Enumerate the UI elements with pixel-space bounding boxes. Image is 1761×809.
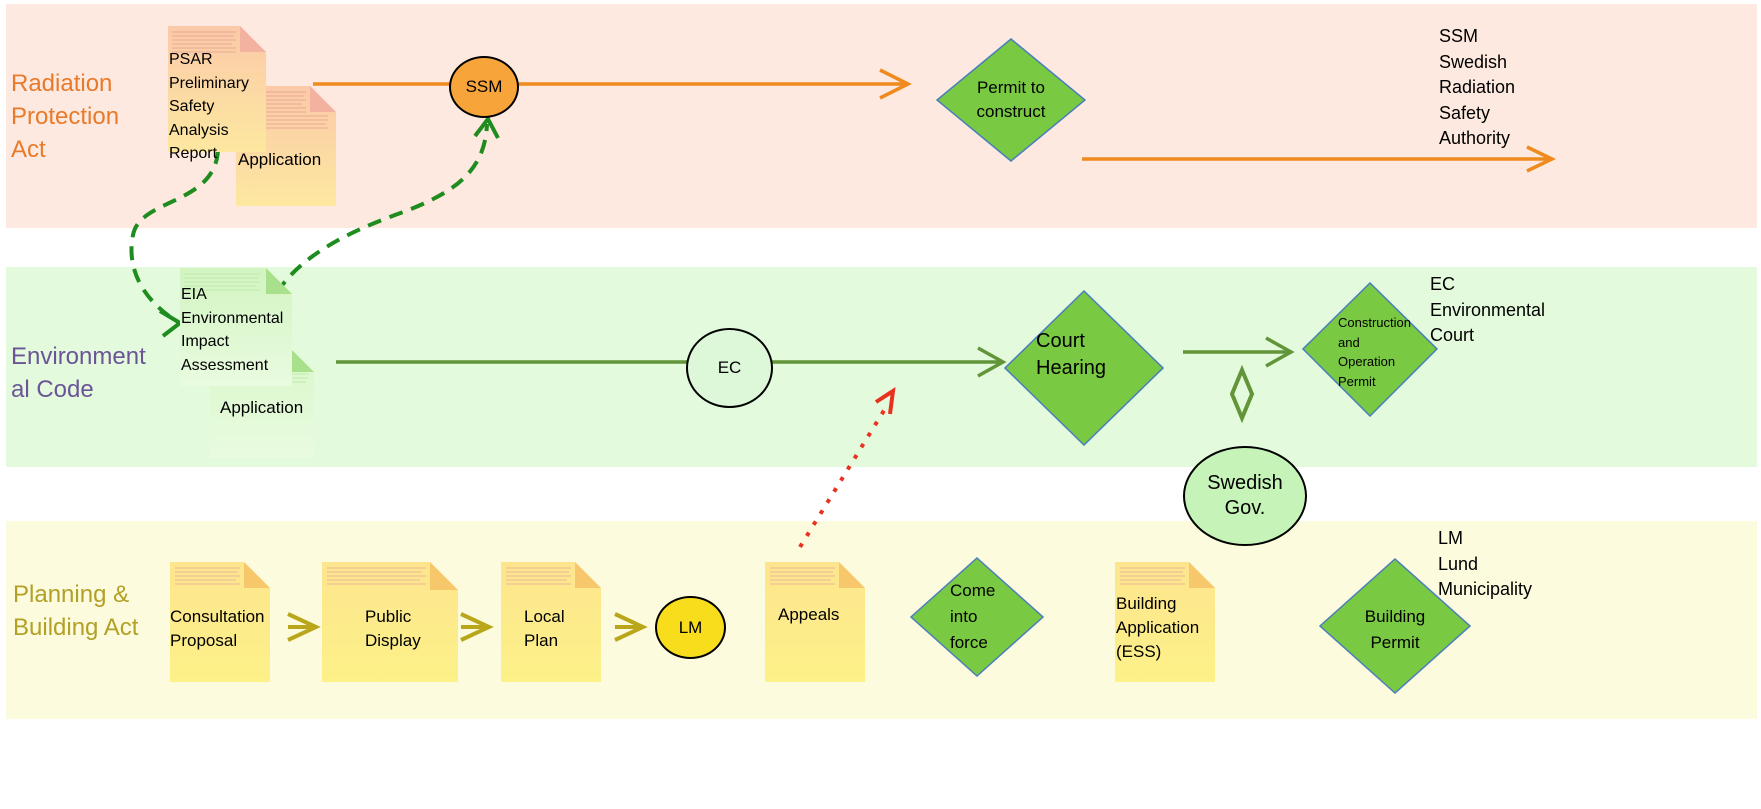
eia-document: EIA Environmental Impact Assessment xyxy=(180,268,292,386)
radiation-band-title: Radiation Protection Act xyxy=(11,70,120,163)
consultation-proposal-document: Consultation Proposal xyxy=(170,562,270,682)
appeal-dotted-line xyxy=(798,402,890,549)
local-plan-document: Local Plan xyxy=(501,562,601,682)
green-arrowhead xyxy=(977,346,1007,378)
court-hearing-label: Court Hearing xyxy=(1036,330,1107,379)
green-arrowhead-2 xyxy=(1265,336,1295,368)
psar-label: PSAR Preliminary Safety Analysis Report xyxy=(169,51,250,162)
court-hearing-decision: Court Hearing xyxy=(1003,289,1165,447)
come-into-force-label: Come into force xyxy=(950,581,996,652)
rad-application-label: Application xyxy=(238,150,322,169)
building-permit-label: Building Permit xyxy=(1364,607,1426,652)
appeals-document: Appeals xyxy=(765,562,865,682)
lm-legend: LM Lund Municipality xyxy=(1438,528,1533,599)
local-plan-label: Local Plan xyxy=(524,607,565,650)
come-into-force-decision: Come into force xyxy=(909,556,1045,678)
eia-to-ssm-arrowhead xyxy=(473,115,500,139)
psar-document: PSAR Preliminary Safety Analysis Report xyxy=(168,26,266,162)
eia-to-ssm-dashed xyxy=(260,123,489,337)
ssm-node: SSM xyxy=(449,56,519,118)
public-display-label: Public Display xyxy=(365,607,421,650)
appeal-arrowhead xyxy=(874,386,896,415)
eia-label: EIA Environmental Impact Assessment xyxy=(181,286,284,374)
environmental-band-title: Environment al Code xyxy=(11,343,146,403)
orange-arrowhead-2 xyxy=(1526,145,1557,173)
consultation-proposal-label: Consultation Proposal xyxy=(170,607,265,650)
permit-to-construct-label: Permit to construct xyxy=(976,78,1046,121)
construction-operation-permit-decision: Construction and Operation Permit xyxy=(1301,281,1439,418)
appeals-label: Appeals xyxy=(778,605,840,624)
public-display-document: Public Display xyxy=(322,562,458,682)
court-gov-double-arrow xyxy=(1229,364,1255,424)
swedish-gov-node: Swedish Gov. xyxy=(1183,446,1307,546)
building-permit-decision: Building Permit xyxy=(1318,557,1472,695)
orange-arrowhead xyxy=(879,68,912,100)
construction-operation-permit-label: Construction and Operation Permit xyxy=(1338,315,1411,389)
ec-legend: EC Environmental Court xyxy=(1430,274,1546,345)
ssm-legend: SSM Swedish Radiation Safety Authority xyxy=(1439,26,1516,148)
permit-to-construct-decision: Permit to construct xyxy=(935,38,1087,162)
psar-to-eia-arrowhead xyxy=(158,309,184,338)
building-application-document: Building Application (ESS) xyxy=(1115,562,1215,682)
building-application-label: Building Application (ESS) xyxy=(1116,594,1200,661)
planning-band-title: Planning & Building Act xyxy=(13,581,139,641)
ec-node: EC xyxy=(686,328,773,408)
psar-to-eia-dashed xyxy=(129,149,220,324)
lm-node: LM xyxy=(655,596,726,659)
env-application-label: Application xyxy=(220,398,304,417)
